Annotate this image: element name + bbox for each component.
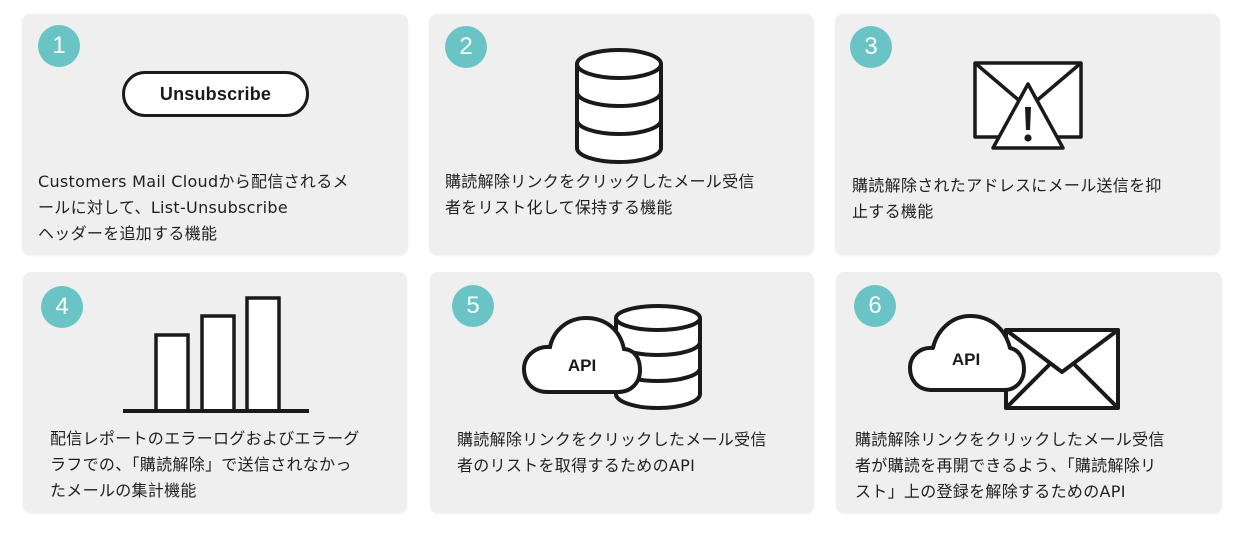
- feature-card-4: 4 配信レポートのエラーログおよびエラーグ ラフでの、「購読解除」で送信されなか…: [23, 272, 407, 513]
- feature-description: 購読解除されたアドレスにメール送信を抑 止する機能: [852, 173, 1162, 225]
- step-number-badge: 4: [41, 286, 83, 328]
- description-line: ラフでの、「購読解除」で送信されなかっ: [50, 455, 352, 474]
- unsubscribe-button-icon: Unsubscribe: [122, 71, 309, 117]
- feature-description: Customers Mail Cloudから配信されるメ ールに対して、List…: [38, 169, 349, 247]
- database-icon: [575, 48, 663, 164]
- mail-warning-icon: [973, 61, 1083, 150]
- description-line: たメールの集計機能: [50, 481, 197, 500]
- description-line: ヘッダーを追加する機能: [38, 224, 218, 243]
- description-line: 配信レポートのエラーログおよびエラーグ: [50, 429, 360, 448]
- step-number-badge: 2: [445, 26, 487, 68]
- feature-card-2: 2 購読解除リンクをクリックしたメール受信 者をリスト化して保持する機能: [429, 14, 814, 255]
- feature-card-5: 5 API 購読解除リンクをクリックしたメール受信 者のリストを取得するためのA…: [430, 272, 814, 513]
- description-line: 購読解除リンクをクリックしたメール受信: [457, 430, 767, 449]
- feature-description: 購読解除リンクをクリックしたメール受信 者をリスト化して保持する機能: [445, 169, 755, 221]
- feature-card-6: 6 API 購読解除リンクをクリックしたメール受信 者が購読を再開できるよう、「…: [836, 272, 1222, 513]
- description-line: 止する機能: [852, 202, 934, 221]
- description-line: 購読解除リンクをクリックしたメール受信: [445, 172, 755, 191]
- description-line: 者が購読を再開できるよう、「購読解除リ: [855, 456, 1157, 475]
- cloud-label: API: [952, 350, 980, 369]
- description-line: 購読解除されたアドレスにメール送信を抑: [852, 176, 1162, 195]
- feature-description: 購読解除リンクをクリックしたメール受信 者が購読を再開できるよう、「購読解除リ …: [855, 427, 1165, 505]
- feature-description: 配信レポートのエラーログおよびエラーグ ラフでの、「購読解除」で送信されなかっ …: [50, 426, 360, 504]
- step-number-badge: 3: [850, 26, 892, 68]
- step-number-badge: 1: [38, 25, 80, 67]
- api-cloud-database-icon: API: [522, 304, 702, 410]
- bar-chart-icon: [123, 296, 309, 413]
- cloud-label: API: [568, 356, 596, 375]
- description-line: 購読解除リンクをクリックしたメール受信: [855, 430, 1165, 449]
- description-line: 者のリストを取得するためのAPI: [457, 456, 696, 475]
- feature-card-1: 1 Unsubscribe Customers Mail Cloudから配信され…: [22, 14, 408, 255]
- description-line: Customers Mail Cloudから配信されるメ: [38, 172, 349, 191]
- api-cloud-mail-icon: API: [908, 314, 1120, 410]
- description-line: スト」上の登録を解除するためのAPI: [855, 482, 1126, 501]
- feature-description: 購読解除リンクをクリックしたメール受信 者のリストを取得するためのAPI: [457, 427, 767, 479]
- feature-card-3: 3 購読解除されたアドレスにメール送信を抑 止する機能: [835, 14, 1220, 255]
- step-number-badge: 5: [452, 285, 494, 327]
- description-line: 者をリスト化して保持する機能: [445, 198, 673, 217]
- description-line: ールに対して、List-Unsubscribe: [38, 198, 289, 217]
- step-number-badge: 6: [854, 285, 896, 327]
